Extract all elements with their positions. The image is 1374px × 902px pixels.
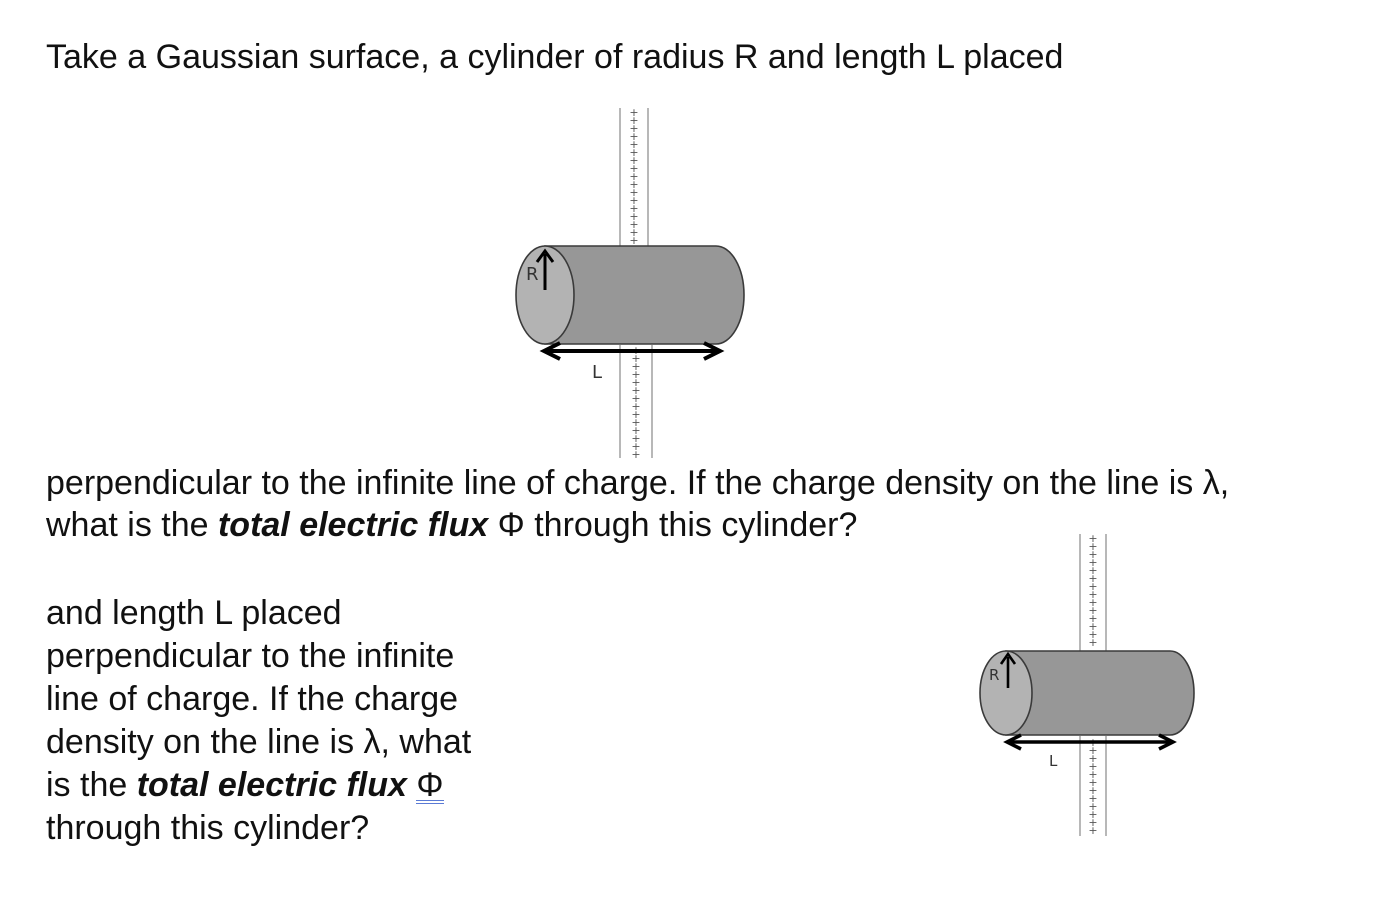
plus-sign: + — [631, 400, 640, 413]
length-label: L — [592, 362, 602, 383]
line-of-charge-top: +++++++++++++++++ — [619, 106, 649, 247]
charge-plus-signs-bottom-small: ++++++++++++ — [1088, 736, 1097, 837]
repeated-line-3: line of charge. If the charge — [46, 680, 459, 718]
plus-sign: + — [1088, 768, 1097, 781]
plus-sign: + — [1088, 572, 1097, 585]
plus-sign: + — [631, 440, 640, 453]
plus-sign: + — [1088, 824, 1097, 837]
plus-sign: + — [1088, 580, 1097, 593]
plus-sign: + — [629, 170, 638, 183]
charge-plus-signs-top: +++++++++++++++++ — [629, 106, 638, 247]
cylinder-body — [544, 245, 745, 345]
plus-sign: + — [631, 360, 640, 373]
emphasis-flux: total electric flux — [217, 506, 489, 544]
plus-sign: + — [1088, 564, 1097, 577]
plus-sign: + — [629, 210, 638, 223]
plus-sign: + — [631, 392, 640, 405]
plus-sign: + — [1088, 604, 1097, 617]
question-paragraph: perpendicular to the infinite line of ch… — [46, 462, 1229, 546]
plus-sign: + — [629, 218, 638, 231]
plus-sign: + — [1088, 620, 1097, 633]
plus-sign: + — [629, 162, 638, 175]
line-of-charge-bottom-small: ++++++++++++ — [1079, 736, 1107, 837]
radius-arrow — [535, 248, 555, 290]
plus-sign: + — [629, 154, 638, 167]
plus-sign: + — [629, 202, 638, 215]
plus-sign: + — [629, 226, 638, 239]
text-fragment: what is the — [46, 506, 218, 544]
text-fragment: is the — [46, 766, 137, 804]
plus-sign: + — [631, 368, 640, 381]
plus-sign: + — [629, 146, 638, 159]
plus-sign: + — [631, 408, 640, 421]
question-line-2: what is the total electric flux Φ throug… — [46, 504, 1229, 546]
plus-sign: + — [1088, 816, 1097, 829]
radius-label-small: R — [989, 666, 999, 684]
radius-label: R — [526, 264, 539, 285]
radius-arrow-small — [999, 651, 1017, 688]
plus-sign: + — [631, 424, 640, 437]
length-arrow — [539, 341, 725, 361]
plus-sign: + — [1088, 744, 1097, 757]
text-fragment: Φ through this cylinder? — [488, 506, 858, 544]
plus-sign: + — [631, 448, 640, 461]
cylinder-body-small — [1005, 650, 1195, 736]
plus-sign: + — [1088, 808, 1097, 821]
intro-text: Take a Gaussian surface, a cylinder of r… — [46, 38, 1064, 76]
flux-symbol-link[interactable]: Φ — [416, 766, 444, 804]
length-label-small: L — [1049, 752, 1058, 770]
repeated-line-4: density on the line is λ, what — [46, 723, 472, 761]
question-line-1: perpendicular to the infinite line of ch… — [46, 464, 1230, 502]
plus-sign: + — [1088, 776, 1097, 789]
plus-sign: + — [629, 106, 638, 119]
plus-sign: + — [631, 432, 640, 445]
plus-sign: + — [1088, 540, 1097, 553]
plus-sign: + — [1088, 760, 1097, 773]
plus-sign: + — [629, 130, 638, 143]
plus-sign: + — [631, 416, 640, 429]
repeated-line-5: is the total electric flux Φ — [46, 764, 471, 807]
plus-sign: + — [1088, 636, 1097, 649]
plus-sign: + — [1088, 612, 1097, 625]
repeated-line-2: perpendicular to the infinite — [46, 637, 455, 675]
plus-sign: + — [1088, 548, 1097, 561]
plus-sign: + — [1088, 752, 1097, 765]
plus-sign: + — [629, 114, 638, 127]
charge-plus-signs-top-small: ++++++++++++++ — [1088, 532, 1097, 649]
plus-sign: + — [629, 138, 638, 151]
plus-sign: + — [629, 178, 638, 191]
emphasis-flux: total electric flux — [136, 766, 407, 804]
plus-sign: + — [1088, 792, 1097, 805]
plus-sign: + — [1088, 628, 1097, 641]
plus-sign: + — [629, 234, 638, 247]
length-arrow-small — [1003, 733, 1177, 751]
repeated-question-paragraph: and length L placed perpendicular to the… — [46, 592, 471, 850]
plus-sign: + — [629, 186, 638, 199]
plus-sign: + — [629, 122, 638, 135]
plus-sign: + — [1088, 800, 1097, 813]
plus-sign: + — [629, 194, 638, 207]
repeated-line-1: and length L placed — [46, 594, 342, 632]
plus-sign: + — [1088, 588, 1097, 601]
repeated-line-6: through this cylinder? — [46, 809, 370, 847]
line-of-charge-top-small: ++++++++++++++ — [1079, 532, 1107, 651]
plus-sign: + — [1088, 556, 1097, 569]
plus-sign: + — [1088, 784, 1097, 797]
plus-sign: + — [631, 376, 640, 389]
plus-sign: + — [631, 384, 640, 397]
plus-sign: + — [1088, 532, 1097, 545]
plus-sign: + — [631, 352, 640, 365]
cylinder-end-cap — [515, 245, 575, 345]
cylinder-end-cap-small — [979, 650, 1033, 736]
plus-sign: + — [1088, 596, 1097, 609]
